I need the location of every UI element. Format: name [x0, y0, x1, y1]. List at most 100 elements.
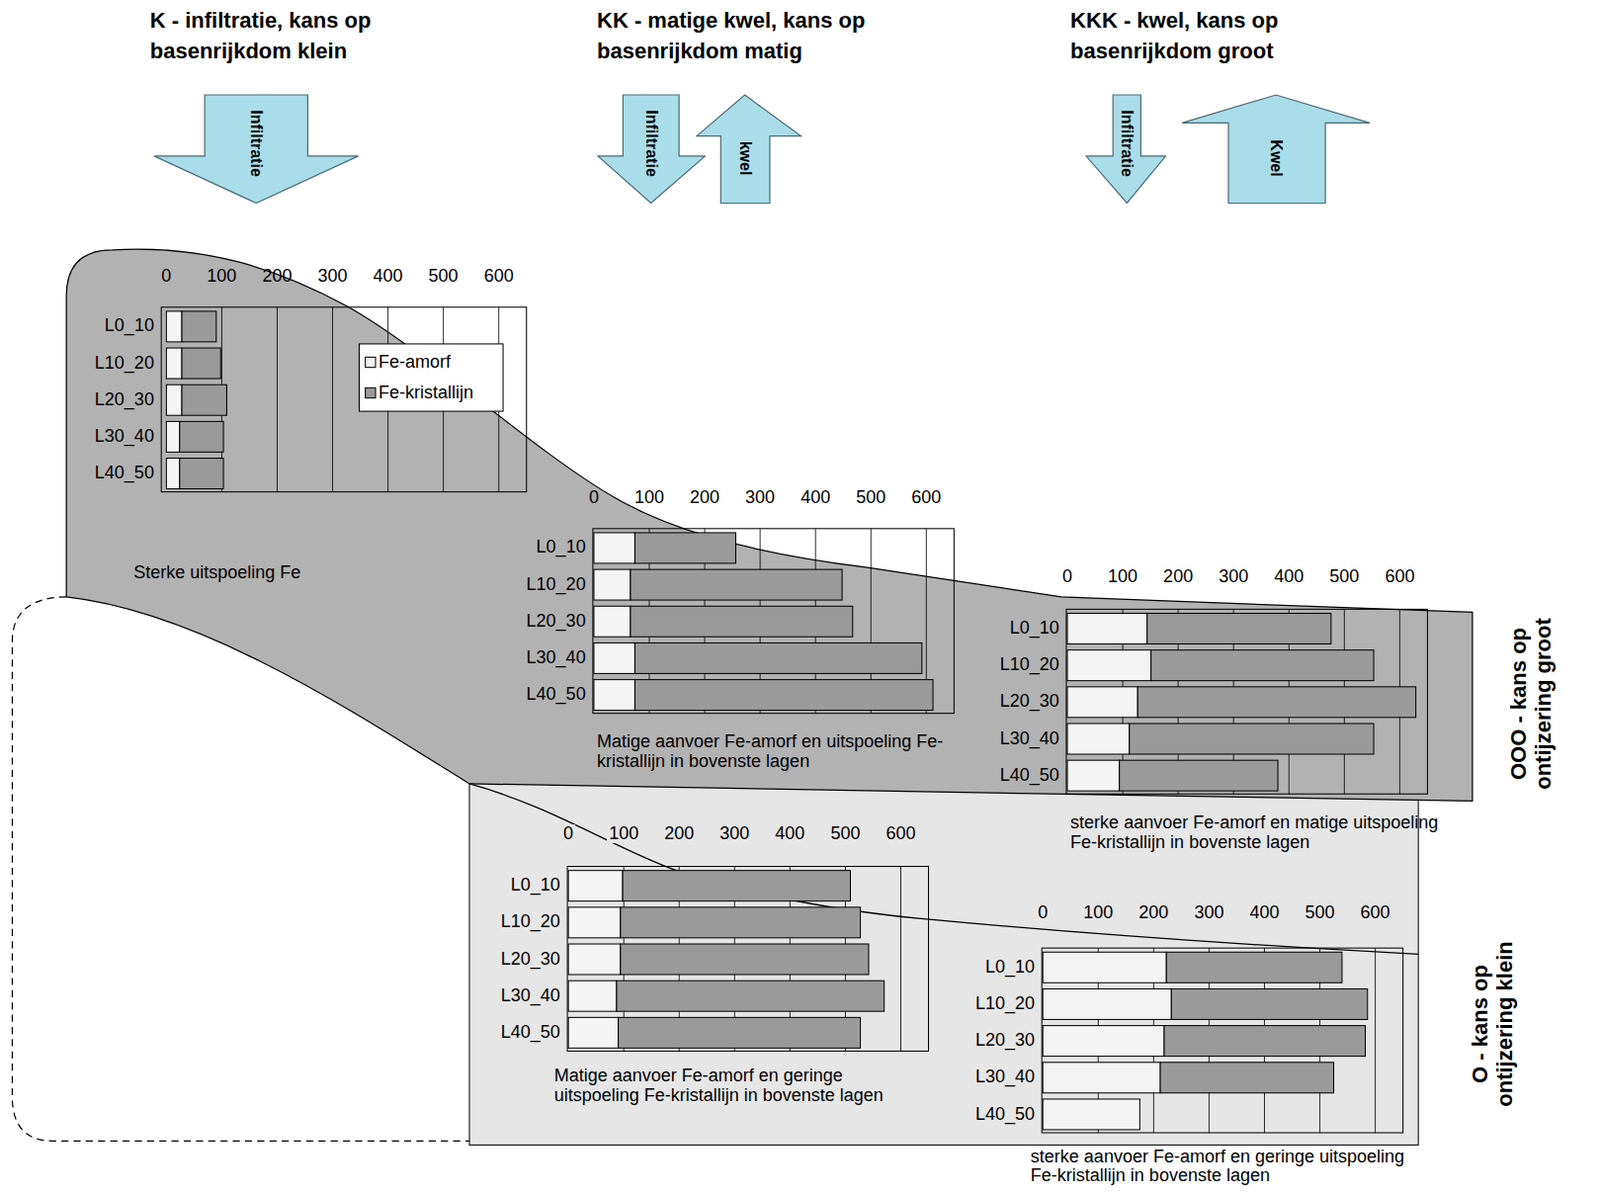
- axis-tick: 100: [606, 824, 641, 844]
- row-label: L0_10: [536, 538, 587, 559]
- surface-line: [469, 783, 1419, 954]
- row-label: L0_10: [985, 957, 1035, 978]
- row-label: L20_30: [975, 1030, 1035, 1051]
- axis-tick: 200: [261, 266, 292, 287]
- bar-fe-amorf: [1067, 723, 1130, 755]
- column-heading: KKK - kwel, kans op basenrijkdom groot: [1070, 5, 1357, 68]
- flow-arrow: kwel: [695, 93, 802, 205]
- axis-tick: 300: [1218, 568, 1249, 589]
- row-label: L40_50: [526, 684, 587, 705]
- bar-fe-amorf: [593, 605, 631, 637]
- bar-fe-amorf: [568, 1016, 618, 1048]
- axis-tick: 200: [1138, 903, 1169, 924]
- arrow-shape: [696, 94, 801, 203]
- row-label: L40_50: [975, 1104, 1035, 1125]
- bar-fe-amorf: [1042, 1098, 1140, 1130]
- chart-caption: sterke aanvoer Fe-amorf en matige uitspo…: [1070, 813, 1451, 853]
- bar-fe-kristallijn: [179, 421, 224, 452]
- flow-arrow: Kwel: [1180, 93, 1371, 205]
- flow-arrow: Infiltratie: [596, 93, 706, 205]
- arrow-label: Kwel: [1266, 139, 1285, 176]
- axis-tick: 500: [428, 266, 459, 287]
- grid-line: [900, 866, 902, 1052]
- axis-tick: 100: [1083, 903, 1113, 924]
- bar-fe-kristallijn: [179, 458, 224, 490]
- bar-fe-kristallijn: [634, 532, 736, 564]
- axis-tick: 100: [1107, 568, 1138, 589]
- bar-fe-kristallijn: [1151, 650, 1374, 681]
- axis-tick: 300: [717, 824, 752, 844]
- bar-fe-amorf: [166, 384, 182, 416]
- row-label: L40_50: [1000, 765, 1060, 786]
- row-label: L30_40: [975, 1067, 1035, 1088]
- axis-tick: 600: [883, 824, 918, 844]
- axis-tick: 500: [1305, 903, 1336, 924]
- grid-line: [276, 307, 278, 493]
- bar-fe-kristallijn: [618, 1016, 861, 1048]
- bar-charts: [161, 307, 1428, 1133]
- bar-fe-kristallijn: [630, 605, 853, 637]
- grid-line: [1374, 947, 1376, 1133]
- bar-fe-amorf: [568, 870, 623, 902]
- flow-arrow: Infiltratie: [1085, 93, 1168, 205]
- bar-chart: [592, 528, 954, 714]
- chart-caption: Matige aanvoer Fe-amorf en geringe uitsp…: [554, 1066, 899, 1106]
- bar-fe-amorf: [593, 532, 635, 564]
- chart-frame: [1066, 608, 1428, 794]
- bar-chart: [161, 307, 527, 493]
- bar-fe-kristallijn: [1137, 686, 1416, 718]
- arrow-shape: [597, 94, 705, 203]
- bar-fe-amorf: [1067, 686, 1138, 718]
- axis-tick: 600: [911, 488, 941, 508]
- arrow-shape: [154, 94, 359, 203]
- flow-arrow: Infiltratie: [153, 93, 360, 205]
- bar-fe-amorf: [1042, 1062, 1161, 1094]
- row-label: L20_30: [94, 390, 155, 411]
- bar-fe-amorf: [593, 679, 635, 711]
- bar-fe-kristallijn: [1129, 723, 1374, 755]
- bar-fe-kristallijn: [634, 679, 933, 711]
- bar-fe-kristallijn: [181, 347, 221, 379]
- bar-fe-kristallijn: [181, 311, 217, 342]
- row-label: L20_30: [501, 949, 561, 970]
- bar-chart: [1041, 947, 1403, 1133]
- bar-fe-kristallijn: [1171, 988, 1367, 1019]
- bar-fe-kristallijn: [1147, 613, 1332, 645]
- chart-caption: Matige aanvoer Fe-amorf en uitspoeling F…: [596, 732, 978, 772]
- arrow-label: Infiltratie: [247, 109, 265, 177]
- chart-caption: Sterke uitspoeling Fe: [133, 563, 301, 584]
- row-label: L10_20: [94, 353, 155, 374]
- legend-text: Fe-kristallijn: [378, 383, 474, 404]
- axis-tick: 500: [828, 824, 862, 844]
- legend-swatch: [365, 356, 376, 367]
- bar-fe-amorf: [166, 421, 179, 452]
- bar-fe-kristallijn: [620, 907, 861, 938]
- row-label: L30_40: [94, 426, 155, 447]
- axis-tick: 200: [689, 488, 720, 508]
- axis-tick: 200: [1163, 568, 1193, 589]
- column-heading: K - infiltratie, kans op basenrijkdom kl…: [150, 5, 447, 68]
- axis-tick: 0: [561, 824, 576, 844]
- bar-fe-amorf: [568, 980, 617, 1011]
- row-label: L0_10: [1010, 618, 1060, 639]
- axis-tick: 400: [772, 824, 807, 844]
- arrow-label: Infiltratie: [642, 109, 661, 177]
- chart-frame: [1041, 947, 1403, 1133]
- row-label: L30_40: [501, 986, 561, 1007]
- dashed-hill-outline: [11, 596, 470, 1141]
- axis-tick: 0: [1037, 903, 1048, 924]
- legend-group: [358, 343, 504, 412]
- axis-tick: 300: [1193, 903, 1224, 924]
- axis-tick: 0: [589, 488, 599, 508]
- row-label: L10_20: [1000, 655, 1060, 675]
- row-label: L0_10: [510, 875, 561, 896]
- axis-tick: 400: [1273, 568, 1304, 589]
- bar-fe-kristallijn: [630, 569, 843, 600]
- legend-swatch: [365, 387, 376, 398]
- bar-fe-amorf: [1067, 613, 1148, 645]
- axis-tick: 300: [745, 488, 775, 508]
- bar-fe-amorf: [1067, 650, 1152, 681]
- side-label: OOO - kans op ontijzering groot: [1505, 604, 1556, 803]
- bar-fe-amorf: [568, 907, 621, 938]
